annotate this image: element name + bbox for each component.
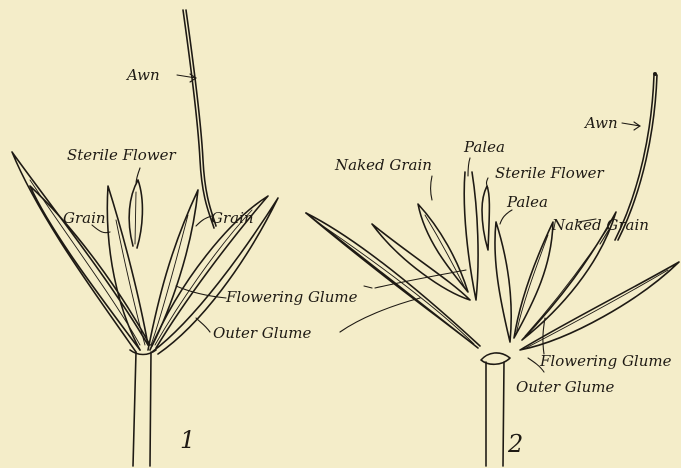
fig2-palea-mid-label: Palea	[506, 193, 548, 211]
fig1-number: 1	[180, 426, 195, 454]
fig2-stem	[486, 362, 504, 466]
fig2-naked-grain-right-label: Naked Grain	[551, 216, 649, 234]
fig2-palea-mid	[495, 222, 511, 342]
fig1-outer-glume-label: Outer Glume	[213, 324, 311, 342]
fig1-stem	[133, 352, 151, 466]
fig2-awn-label: Awn	[583, 114, 618, 132]
fig2-outer-glume-left	[306, 213, 478, 348]
fig2-naked-grain-right	[514, 222, 553, 338]
fig2-flowering-glume-left	[372, 224, 470, 300]
fig1-grain-right-label: Grain	[211, 209, 254, 227]
fig2-number: 2	[507, 430, 523, 458]
fig2-palea-top	[464, 172, 478, 300]
fig2-flowering-glume-label: Flowering Glume	[539, 352, 672, 370]
fig1-flowering-glume-label: Flowering Glume	[225, 288, 358, 306]
figure-2-spikelet	[306, 72, 679, 466]
fig1-awn-label: Awn	[125, 66, 160, 84]
fig2-palea-top-label: Palea	[463, 138, 505, 156]
fig2-naked-grain-left-label: Naked Grain	[334, 156, 432, 174]
fig1-awn	[183, 10, 216, 228]
fig2-sterile-flower	[482, 186, 489, 250]
fig1-sterile-flower-label: Sterile Flower	[67, 146, 177, 164]
fig1-grain-left-label: Grain	[63, 209, 106, 227]
fig2-sterile-flower-label: Sterile Flower	[495, 164, 605, 182]
fig2-outer-glume-label: Outer Glume	[516, 378, 614, 396]
